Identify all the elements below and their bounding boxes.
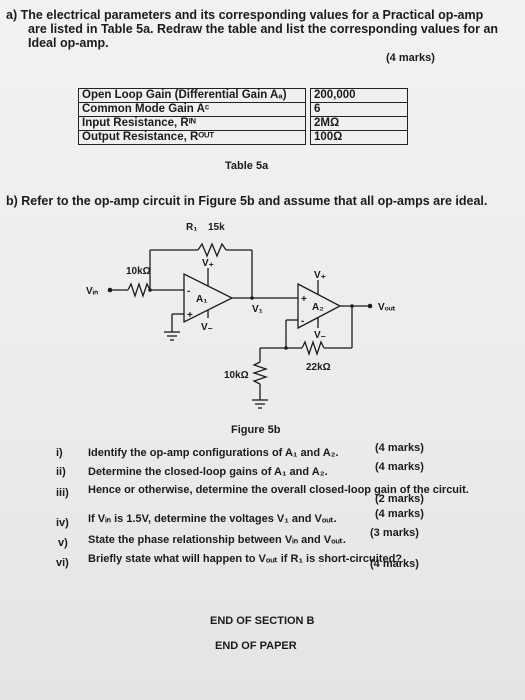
- a1-vplus: V₊: [202, 258, 214, 269]
- table-cell-value: 6: [310, 102, 408, 117]
- table-cell-param: Output Resistance, Rᴼᵁᵀ: [78, 130, 306, 145]
- parameter-table: Open Loop Gain (Differential Gain Aₐ) 20…: [78, 88, 408, 145]
- a2-vplus: V₊: [314, 270, 326, 281]
- r-feedback-value: 22kΩ: [306, 362, 331, 373]
- a1-label: A₁: [196, 294, 207, 305]
- question-a-line1: a) The electrical parameters and its cor…: [6, 8, 484, 22]
- v1-label: V₁: [252, 304, 263, 315]
- question-a-line2: are listed in Table 5a. Redraw the table…: [28, 22, 499, 36]
- table-cell-value: 100Ω: [310, 130, 408, 145]
- subq-number: i): [56, 447, 63, 459]
- table-caption: Table 5a: [225, 160, 269, 172]
- subq-marks: (4 marks): [370, 558, 419, 570]
- question-a-marks: (4 marks): [386, 52, 435, 64]
- subq-marks: (4 marks): [375, 508, 424, 520]
- table-cell-value: 200,000: [310, 88, 408, 103]
- question-b-text: b) Refer to the op-amp circuit in Figure…: [6, 194, 488, 208]
- subq-number: iv): [56, 517, 69, 529]
- op-amp-circuit-diagram: R₁ 15k 10kΩ Vᵢₙ V₊ V₋ A₁ - + V₁ V₊ V₋ A₂…: [86, 222, 395, 409]
- r1-value: 15k: [208, 222, 225, 233]
- subq-number: iii): [56, 487, 69, 499]
- r1-label: R₁: [186, 222, 197, 233]
- question-a-line3: Ideal op-amp.: [28, 36, 109, 50]
- subq-marks: (2 marks): [375, 493, 424, 505]
- a2-label: A₂: [312, 302, 324, 313]
- subq-text: State the phase relationship between Vᵢₙ…: [88, 534, 346, 546]
- subq-text: If Vᵢₙ is 1.5V, determine the voltages V…: [88, 513, 337, 525]
- table-row: Common Mode Gain Aᶜ 6: [78, 102, 408, 117]
- figure-caption: Figure 5b: [231, 424, 281, 436]
- subq-text: Hence or otherwise, determine the overal…: [88, 484, 469, 496]
- subq-marks: (3 marks): [370, 527, 419, 539]
- table-cell-value: 2MΩ: [310, 116, 408, 131]
- table-cell-param: Open Loop Gain (Differential Gain Aₐ): [78, 88, 306, 103]
- table-row: Open Loop Gain (Differential Gain Aₐ) 20…: [78, 88, 408, 103]
- subq-number: v): [58, 537, 68, 549]
- end-of-section: END OF SECTION B: [210, 615, 315, 627]
- table-row: Output Resistance, Rᴼᵁᵀ 100Ω: [78, 130, 408, 145]
- vin-label: Vᵢₙ: [86, 286, 98, 297]
- table-row: Input Resistance, Rᴵᴺ 2MΩ: [78, 116, 408, 131]
- r-ground-value: 10kΩ: [224, 370, 249, 381]
- a2-plus: +: [301, 294, 307, 305]
- rin-value: 10kΩ: [126, 266, 151, 277]
- a2-minus: -: [301, 316, 304, 327]
- subq-text: Briefly state what will happen to Vₒᵤₜ i…: [88, 553, 403, 565]
- subq-marks: (4 marks): [375, 461, 424, 473]
- a1-plus: +: [187, 310, 193, 321]
- end-of-paper: END OF PAPER: [215, 640, 297, 652]
- table-cell-param: Common Mode Gain Aᶜ: [78, 102, 306, 117]
- subq-marks: (4 marks): [375, 442, 424, 454]
- subq-number: vi): [56, 557, 69, 569]
- subq-text: Identify the op-amp configurations of A₁…: [88, 447, 339, 459]
- a1-vminus: V₋: [201, 322, 213, 333]
- a2-vminus: V₋: [314, 330, 326, 341]
- table-cell-param: Input Resistance, Rᴵᴺ: [78, 116, 306, 131]
- subq-text: Determine the closed-loop gains of A₁ an…: [88, 466, 328, 478]
- vout-label: Vₒᵤₜ: [378, 302, 395, 313]
- a1-minus: -: [187, 286, 190, 297]
- subq-number: ii): [56, 466, 66, 478]
